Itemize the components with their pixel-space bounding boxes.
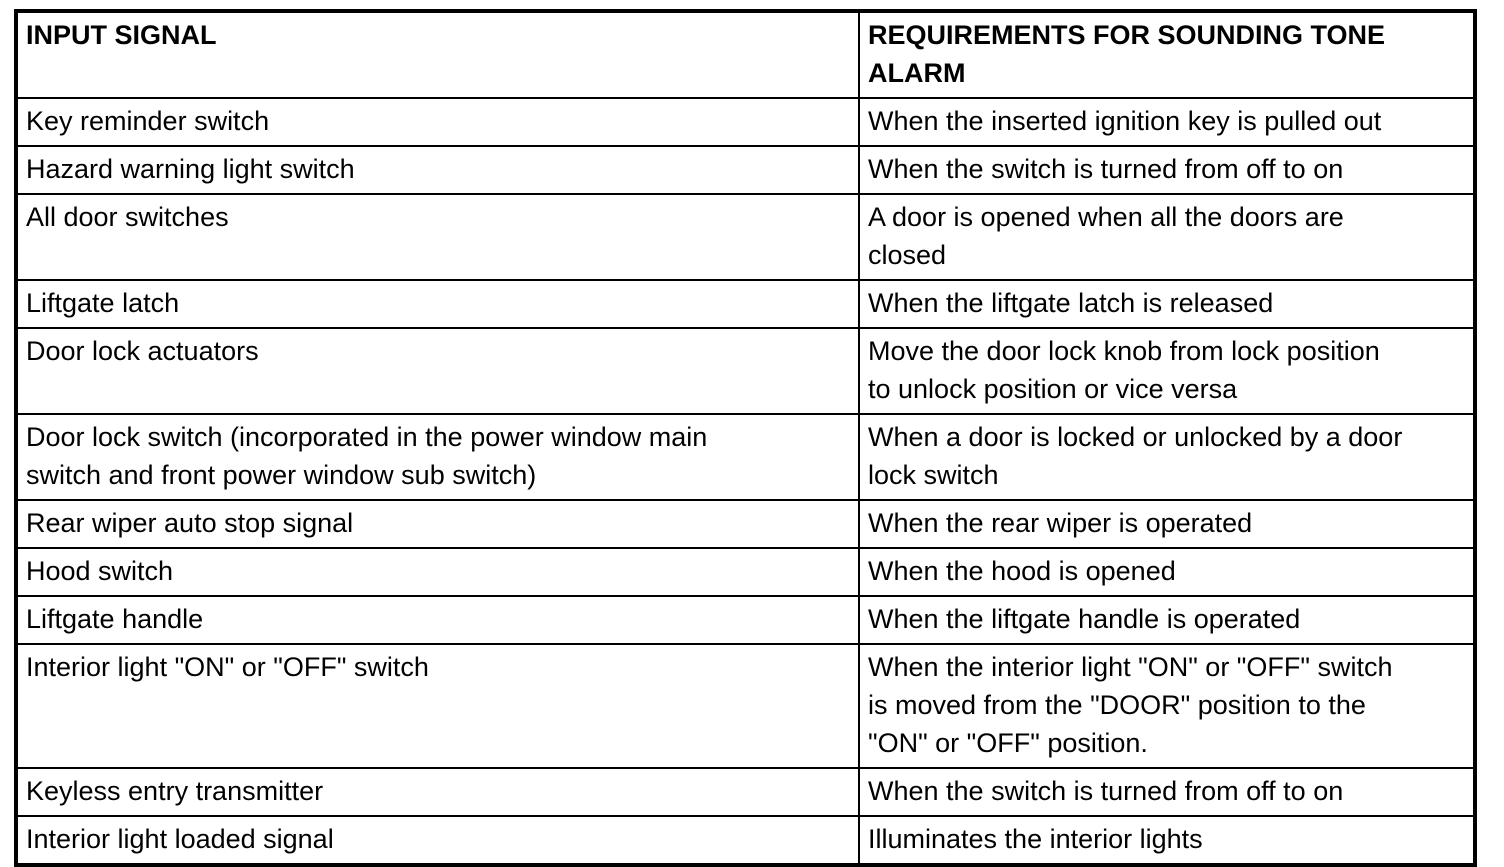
- requirement-cell: When the interior light "ON" or "OFF" sw…: [858, 643, 1476, 769]
- input-signal-cell: Hood switch: [15, 547, 860, 597]
- requirement-cell: A door is opened when all the doors are …: [858, 193, 1476, 281]
- input-signal-cell: Door lock switch (incorporated in the po…: [15, 413, 860, 501]
- table-body: Key reminder switch When the inserted ig…: [15, 97, 1476, 866]
- table-row: Hazard warning light switch When the swi…: [15, 145, 1476, 195]
- requirement-cell: Illuminates the interior lights: [858, 815, 1476, 866]
- input-signal-cell: Key reminder switch: [15, 97, 860, 147]
- table-row: Door lock switch (incorporated in the po…: [15, 413, 1476, 501]
- input-signal-cell: All door switches: [15, 193, 860, 281]
- requirement-cell: When the switch is turned from off to on: [858, 145, 1476, 195]
- requirement-cell: When the hood is opened: [858, 547, 1476, 597]
- header-row: INPUT SIGNAL REQUIREMENTS FOR SOUNDING T…: [15, 10, 1476, 99]
- sounding-tone-alarm-table: INPUT SIGNAL REQUIREMENTS FOR SOUNDING T…: [14, 9, 1477, 867]
- requirement-cell: When the liftgate handle is operated: [858, 595, 1476, 645]
- input-signal-cell: Door lock actuators: [15, 327, 860, 415]
- col-header-input-signal: INPUT SIGNAL: [15, 10, 860, 99]
- requirement-cell: Move the door lock knob from lock positi…: [858, 327, 1476, 415]
- input-signal-cell: Interior light "ON" or "OFF" switch: [15, 643, 860, 769]
- col-header-requirements: REQUIREMENTS FOR SOUNDING TONE ALARM: [858, 10, 1476, 99]
- table-row: Rear wiper auto stop signal When the rea…: [15, 499, 1476, 549]
- table-row: Keyless entry transmitter When the switc…: [15, 767, 1476, 817]
- input-signal-cell: Hazard warning light switch: [15, 145, 860, 195]
- document-page: INPUT SIGNAL REQUIREMENTS FOR SOUNDING T…: [14, 9, 1477, 867]
- requirement-cell: When the rear wiper is operated: [858, 499, 1476, 549]
- input-signal-cell: Keyless entry transmitter: [15, 767, 860, 817]
- requirement-cell: When the switch is turned from off to on: [858, 767, 1476, 817]
- table-row: Interior light "ON" or "OFF" switch When…: [15, 643, 1476, 769]
- requirement-cell: When a door is locked or unlocked by a d…: [858, 413, 1476, 501]
- table-row: Door lock actuators Move the door lock k…: [15, 327, 1476, 415]
- table-row: All door switches A door is opened when …: [15, 193, 1476, 281]
- requirement-cell: When the liftgate latch is released: [858, 279, 1476, 329]
- input-signal-cell: Liftgate latch: [15, 279, 860, 329]
- table-row: Liftgate handle When the liftgate handle…: [15, 595, 1476, 645]
- input-signal-cell: Interior light loaded signal: [15, 815, 860, 866]
- table-row: Interior light loaded signal Illuminates…: [15, 815, 1476, 866]
- input-signal-cell: Rear wiper auto stop signal: [15, 499, 860, 549]
- input-signal-cell: Liftgate handle: [15, 595, 860, 645]
- table-row: Key reminder switch When the inserted ig…: [15, 97, 1476, 147]
- table-row: Liftgate latch When the liftgate latch i…: [15, 279, 1476, 329]
- requirement-cell: When the inserted ignition key is pulled…: [858, 97, 1476, 147]
- table-row: Hood switch When the hood is opened: [15, 547, 1476, 597]
